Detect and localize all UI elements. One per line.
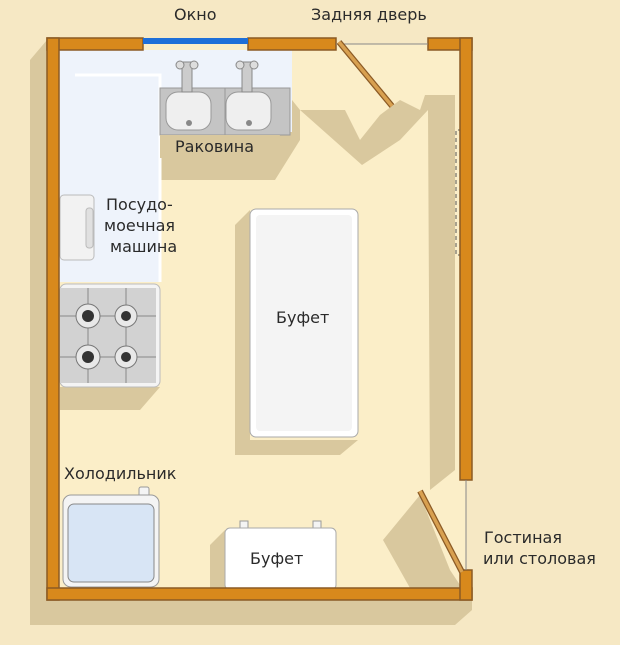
living-room-label-1: Гостиная [484,528,562,547]
window-label: Окно [174,5,217,24]
dishwasher-label-3: машина [110,237,178,256]
fridge-label: Холодильник [64,464,177,483]
living-room-label-2: или столовая [483,549,596,568]
fridge-icon [62,486,160,588]
dishwasher-label-1: Посудо- [106,195,173,214]
door-shadow-top [300,95,455,490]
stove-icon [59,283,161,388]
sink-label: Раковина [175,137,254,156]
back-door-face [337,40,394,108]
small-buffet-label: Буфет [250,549,304,568]
island-buffet-label: Буфет [276,308,330,327]
door-shadow-bottom [383,495,462,588]
counter-edge [75,73,162,282]
dishwasher-label-2: моечная [104,216,176,235]
dishwasher-icon [59,194,95,261]
buffet-shadow [210,530,225,588]
stove-shadow [60,387,160,410]
island-shadow [235,210,358,455]
back-door-label: Задняя дверь [311,5,427,24]
sink-label-shadow [160,135,280,158]
living-door-face [418,490,464,573]
radiator [455,129,462,256]
sink-icon [159,60,291,136]
window [143,38,248,44]
island-buffet-top [256,215,352,431]
